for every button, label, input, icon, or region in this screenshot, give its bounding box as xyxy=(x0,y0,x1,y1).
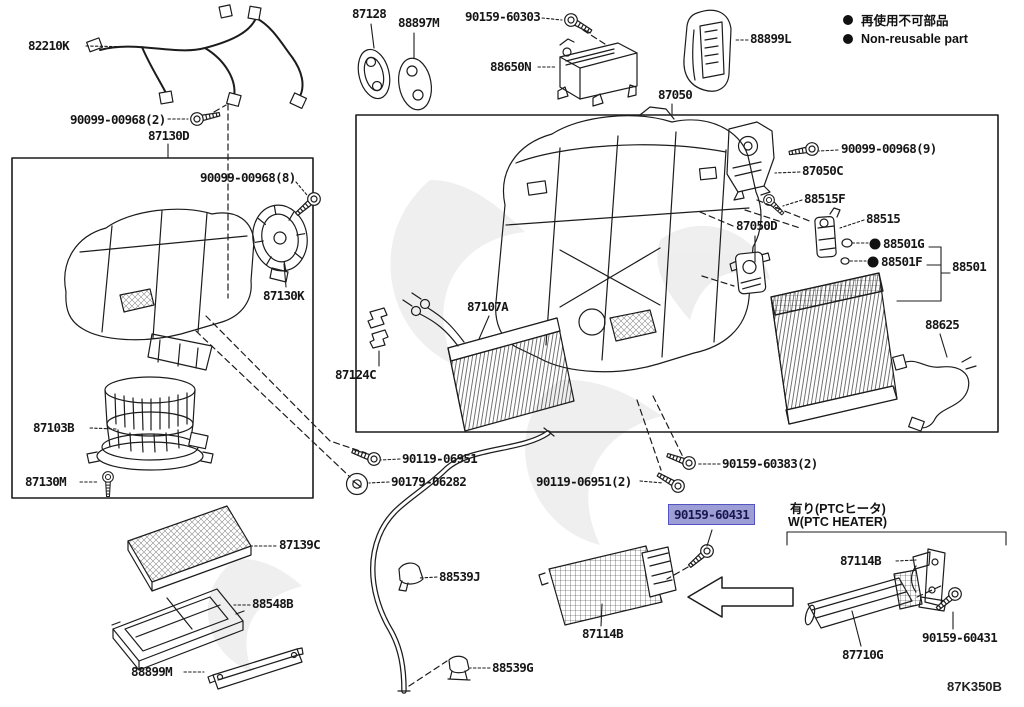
servo-87130K-drawing xyxy=(252,204,308,283)
hose-drawing xyxy=(370,427,555,694)
part-label-90159-60383-2[interactable]: 90159-60383(2) xyxy=(722,456,818,471)
part-label-90099-00968-2[interactable]: 90099-00968(2) xyxy=(70,112,166,127)
oring-drawings xyxy=(840,238,853,265)
part-label-87050C[interactable]: 87050C xyxy=(802,163,844,178)
blower-motor-drawing xyxy=(86,376,214,471)
legend: 再使用不可部品 Non-reusable part xyxy=(843,10,968,48)
ptc-section-header-en: W(PTC HEATER) xyxy=(788,515,888,529)
hvac-unit-box xyxy=(355,114,999,433)
ptc-heater-drawing xyxy=(538,545,677,626)
part-label-90099-00968-9[interactable]: 90099-00968(9) xyxy=(841,141,937,156)
part-label-88515[interactable]: 88515 xyxy=(866,211,901,226)
non-reusable-dot-icon xyxy=(843,14,853,25)
evaporator-drawing xyxy=(770,272,898,425)
part-label-87050[interactable]: 87050 xyxy=(658,87,693,102)
diagram-code: 87K350B xyxy=(947,679,1002,694)
part-label-90119-06951[interactable]: 90119-06951 xyxy=(402,451,478,466)
part-label-87107A[interactable]: 87107A xyxy=(467,299,509,314)
arrow-left-icon xyxy=(687,576,794,618)
non-reusable-dot-icon xyxy=(843,33,853,44)
part-label-90159-60431-right[interactable]: 90159-60431 xyxy=(922,630,998,645)
part-label-82210K[interactable]: 82210K xyxy=(28,38,70,53)
part-label-88899M[interactable]: 88899M xyxy=(131,664,173,679)
filter-cover-drawing xyxy=(207,647,304,690)
non-reusable-dot-icon xyxy=(867,256,879,268)
servo-87050D-drawing xyxy=(729,251,771,295)
part-label-90099-00968-8[interactable]: 90099-00968(8) xyxy=(200,170,296,185)
cabin-filter-drawing xyxy=(127,505,252,592)
watermark xyxy=(207,180,770,672)
part-label-88650N[interactable]: 88650N xyxy=(490,59,532,74)
ptc-section-header-jp: 有り(PTCヒータ) xyxy=(790,502,886,516)
part-label-88899L[interactable]: 88899L xyxy=(750,31,792,46)
highlighted-part-label[interactable]: 90159-60431 xyxy=(668,504,756,525)
part-label-88501F[interactable]: 88501F xyxy=(881,254,923,269)
part-label-88501G[interactable]: 88501G xyxy=(883,236,925,251)
dashed-construction-lines xyxy=(195,29,944,687)
grommet-87128-drawing xyxy=(357,48,391,100)
part-label-87114B-left[interactable]: 87114B xyxy=(582,626,624,641)
part-label-88539J[interactable]: 88539J xyxy=(439,569,481,584)
legend-row-jp: 再使用不可部品 xyxy=(843,10,968,29)
part-label-87130M[interactable]: 87130M xyxy=(25,474,67,489)
part-label-88897M[interactable]: 88897M xyxy=(398,15,440,30)
filter-case-drawing xyxy=(111,588,245,671)
part-label-88515F[interactable]: 88515F xyxy=(804,191,846,206)
blower-case-drawing xyxy=(64,208,255,371)
part-label-87050D[interactable]: 87050D xyxy=(736,218,778,233)
part-label-87130K[interactable]: 87130K xyxy=(263,288,305,303)
part-label-88501[interactable]: 88501 xyxy=(952,259,987,274)
servo-87050C-drawing xyxy=(726,121,775,201)
part-label-88625[interactable]: 88625 xyxy=(925,317,960,332)
amplifier-drawing xyxy=(557,38,638,107)
grommet-06282-drawing xyxy=(345,472,369,496)
heater-core-drawing xyxy=(402,292,575,432)
part-label-87128[interactable]: 87128 xyxy=(352,6,387,21)
tick-lines xyxy=(167,23,1007,647)
cover-88899L-drawing xyxy=(683,9,732,92)
part-label-88539G[interactable]: 88539G xyxy=(492,660,534,675)
legend-text-en: Non-reusable part xyxy=(861,31,968,46)
part-label-87103B[interactable]: 87103B xyxy=(33,420,75,435)
part-label-90119-06951-2[interactable]: 90119-06951(2) xyxy=(536,474,632,489)
clamp-drawing xyxy=(367,307,389,349)
part-label-90179-06282[interactable]: 90179-06282 xyxy=(391,474,467,489)
ptc-heater-assy-drawing xyxy=(804,569,923,629)
part-label-87114B-right[interactable]: 87114B xyxy=(840,553,882,568)
expansion-valve-drawing xyxy=(814,207,841,258)
wiring-harness-drawing xyxy=(86,4,308,109)
clip-88539J-drawing xyxy=(398,562,424,592)
legend-row-en: Non-reusable part xyxy=(843,29,968,48)
part-label-87710G[interactable]: 87710G xyxy=(842,647,884,662)
part-label-90159-60303[interactable]: 90159-60303 xyxy=(465,9,541,24)
thermistor-drawing xyxy=(892,354,977,432)
part-label-88548B[interactable]: 88548B xyxy=(252,596,294,611)
grommet-88897M-drawing xyxy=(398,57,432,111)
blower-unit-box xyxy=(11,157,314,499)
part-label-87124C[interactable]: 87124C xyxy=(335,367,377,382)
part-label-87130D[interactable]: 87130D xyxy=(148,128,190,143)
clip-88539G-drawing xyxy=(447,655,471,681)
legend-text-jp: 再使用不可部品 xyxy=(861,14,949,28)
part-label-87139C[interactable]: 87139C xyxy=(279,537,321,552)
non-reusable-dot-icon xyxy=(869,238,881,250)
leader-lines xyxy=(79,17,917,673)
